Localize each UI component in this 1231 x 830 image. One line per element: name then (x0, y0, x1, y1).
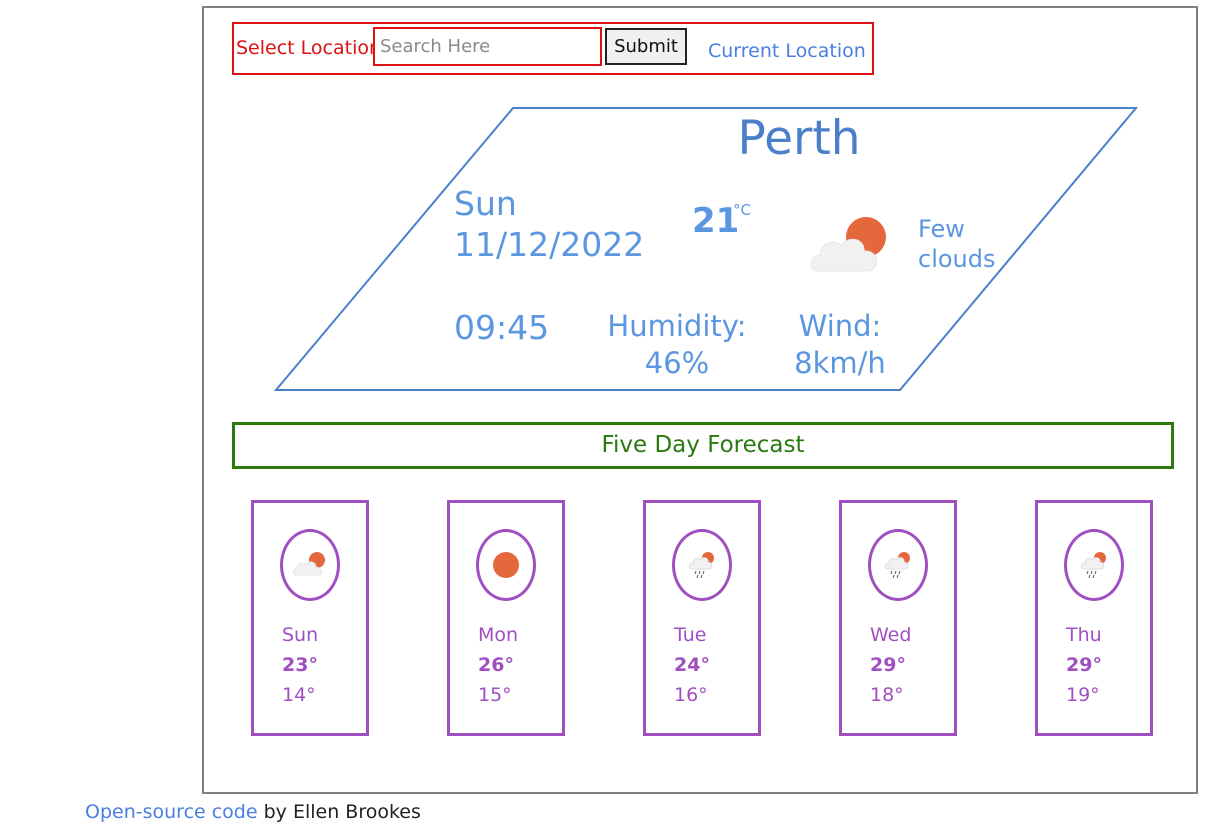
current-day: Sun (454, 184, 517, 223)
wind-label: Wind: (798, 309, 882, 343)
forecast-high: 29° (870, 654, 906, 676)
description-line-2: clouds (918, 245, 996, 273)
forecast-low: 14° (282, 684, 316, 706)
forecast-icon-frame (868, 529, 928, 601)
forecast-day: Thu (1066, 624, 1102, 646)
forecast-day: Sun (282, 624, 319, 646)
forecast-low: 16° (674, 684, 708, 706)
description-line-1: Few (918, 215, 965, 243)
forecast-high: 29° (1066, 654, 1102, 676)
temperature-unit: °C (733, 201, 751, 219)
footer-author: by Ellen Brookes (257, 801, 421, 823)
sun-icon (493, 552, 519, 578)
forecast-card: Mon 26° 15° (447, 500, 565, 736)
forecast-high: 26° (478, 654, 514, 676)
forecast-card: Sun 23° 14° (251, 500, 369, 736)
forecast-card: Wed 29° 18° (839, 500, 957, 736)
search-bar: Select Location Submit Current Location (232, 22, 874, 75)
footer: Open-source code by Ellen Brookes (85, 801, 421, 823)
city-name: Perth (737, 111, 861, 166)
humidity-label: Humidity: (607, 309, 747, 343)
current-time: 09:45 (454, 308, 550, 347)
current-weather-panel (273, 107, 1139, 391)
weather-app: Select Location Submit Current Location … (202, 6, 1198, 794)
forecast-high: 23° (282, 654, 318, 676)
source-code-link[interactable]: Open-source code (85, 801, 258, 823)
forecast-low: 18° (870, 684, 904, 706)
search-input[interactable] (373, 27, 602, 66)
wind: Wind: 8km/h (785, 308, 895, 382)
weather-description: Few clouds (918, 214, 1028, 274)
forecast-day: Tue (674, 624, 707, 646)
wind-value: 8km/h (794, 346, 886, 380)
few-clouds-icon (810, 217, 886, 272)
forecast-card: Thu 29° 19° (1035, 500, 1153, 736)
forecast-icon-frame (476, 529, 536, 601)
forecast-icon-frame (672, 529, 732, 601)
rain-cloud-icon (884, 552, 910, 579)
forecast-high: 24° (674, 654, 710, 676)
forecast-low: 19° (1066, 684, 1100, 706)
forecast-low: 15° (478, 684, 512, 706)
forecast-day: Mon (478, 624, 519, 646)
rain-cloud-icon (688, 552, 714, 579)
forecast-icon-frame (280, 529, 340, 601)
search-label: Select Location (236, 37, 382, 59)
forecast-day: Wed (870, 624, 912, 646)
humidity-value: 46% (644, 346, 710, 380)
rain-cloud-icon (1080, 552, 1106, 579)
current-date: 11/12/2022 (454, 225, 645, 264)
current-temperature: 21 (692, 201, 740, 241)
forecast-icon-frame (1064, 529, 1124, 601)
humidity: Humidity: 46% (604, 308, 750, 382)
forecast-title: Five Day Forecast (232, 422, 1174, 469)
submit-button[interactable]: Submit (605, 28, 687, 65)
current-location-link[interactable]: Current Location (708, 40, 866, 62)
few-clouds-icon (292, 552, 325, 576)
forecast-card: Tue 24° 16° (643, 500, 761, 736)
